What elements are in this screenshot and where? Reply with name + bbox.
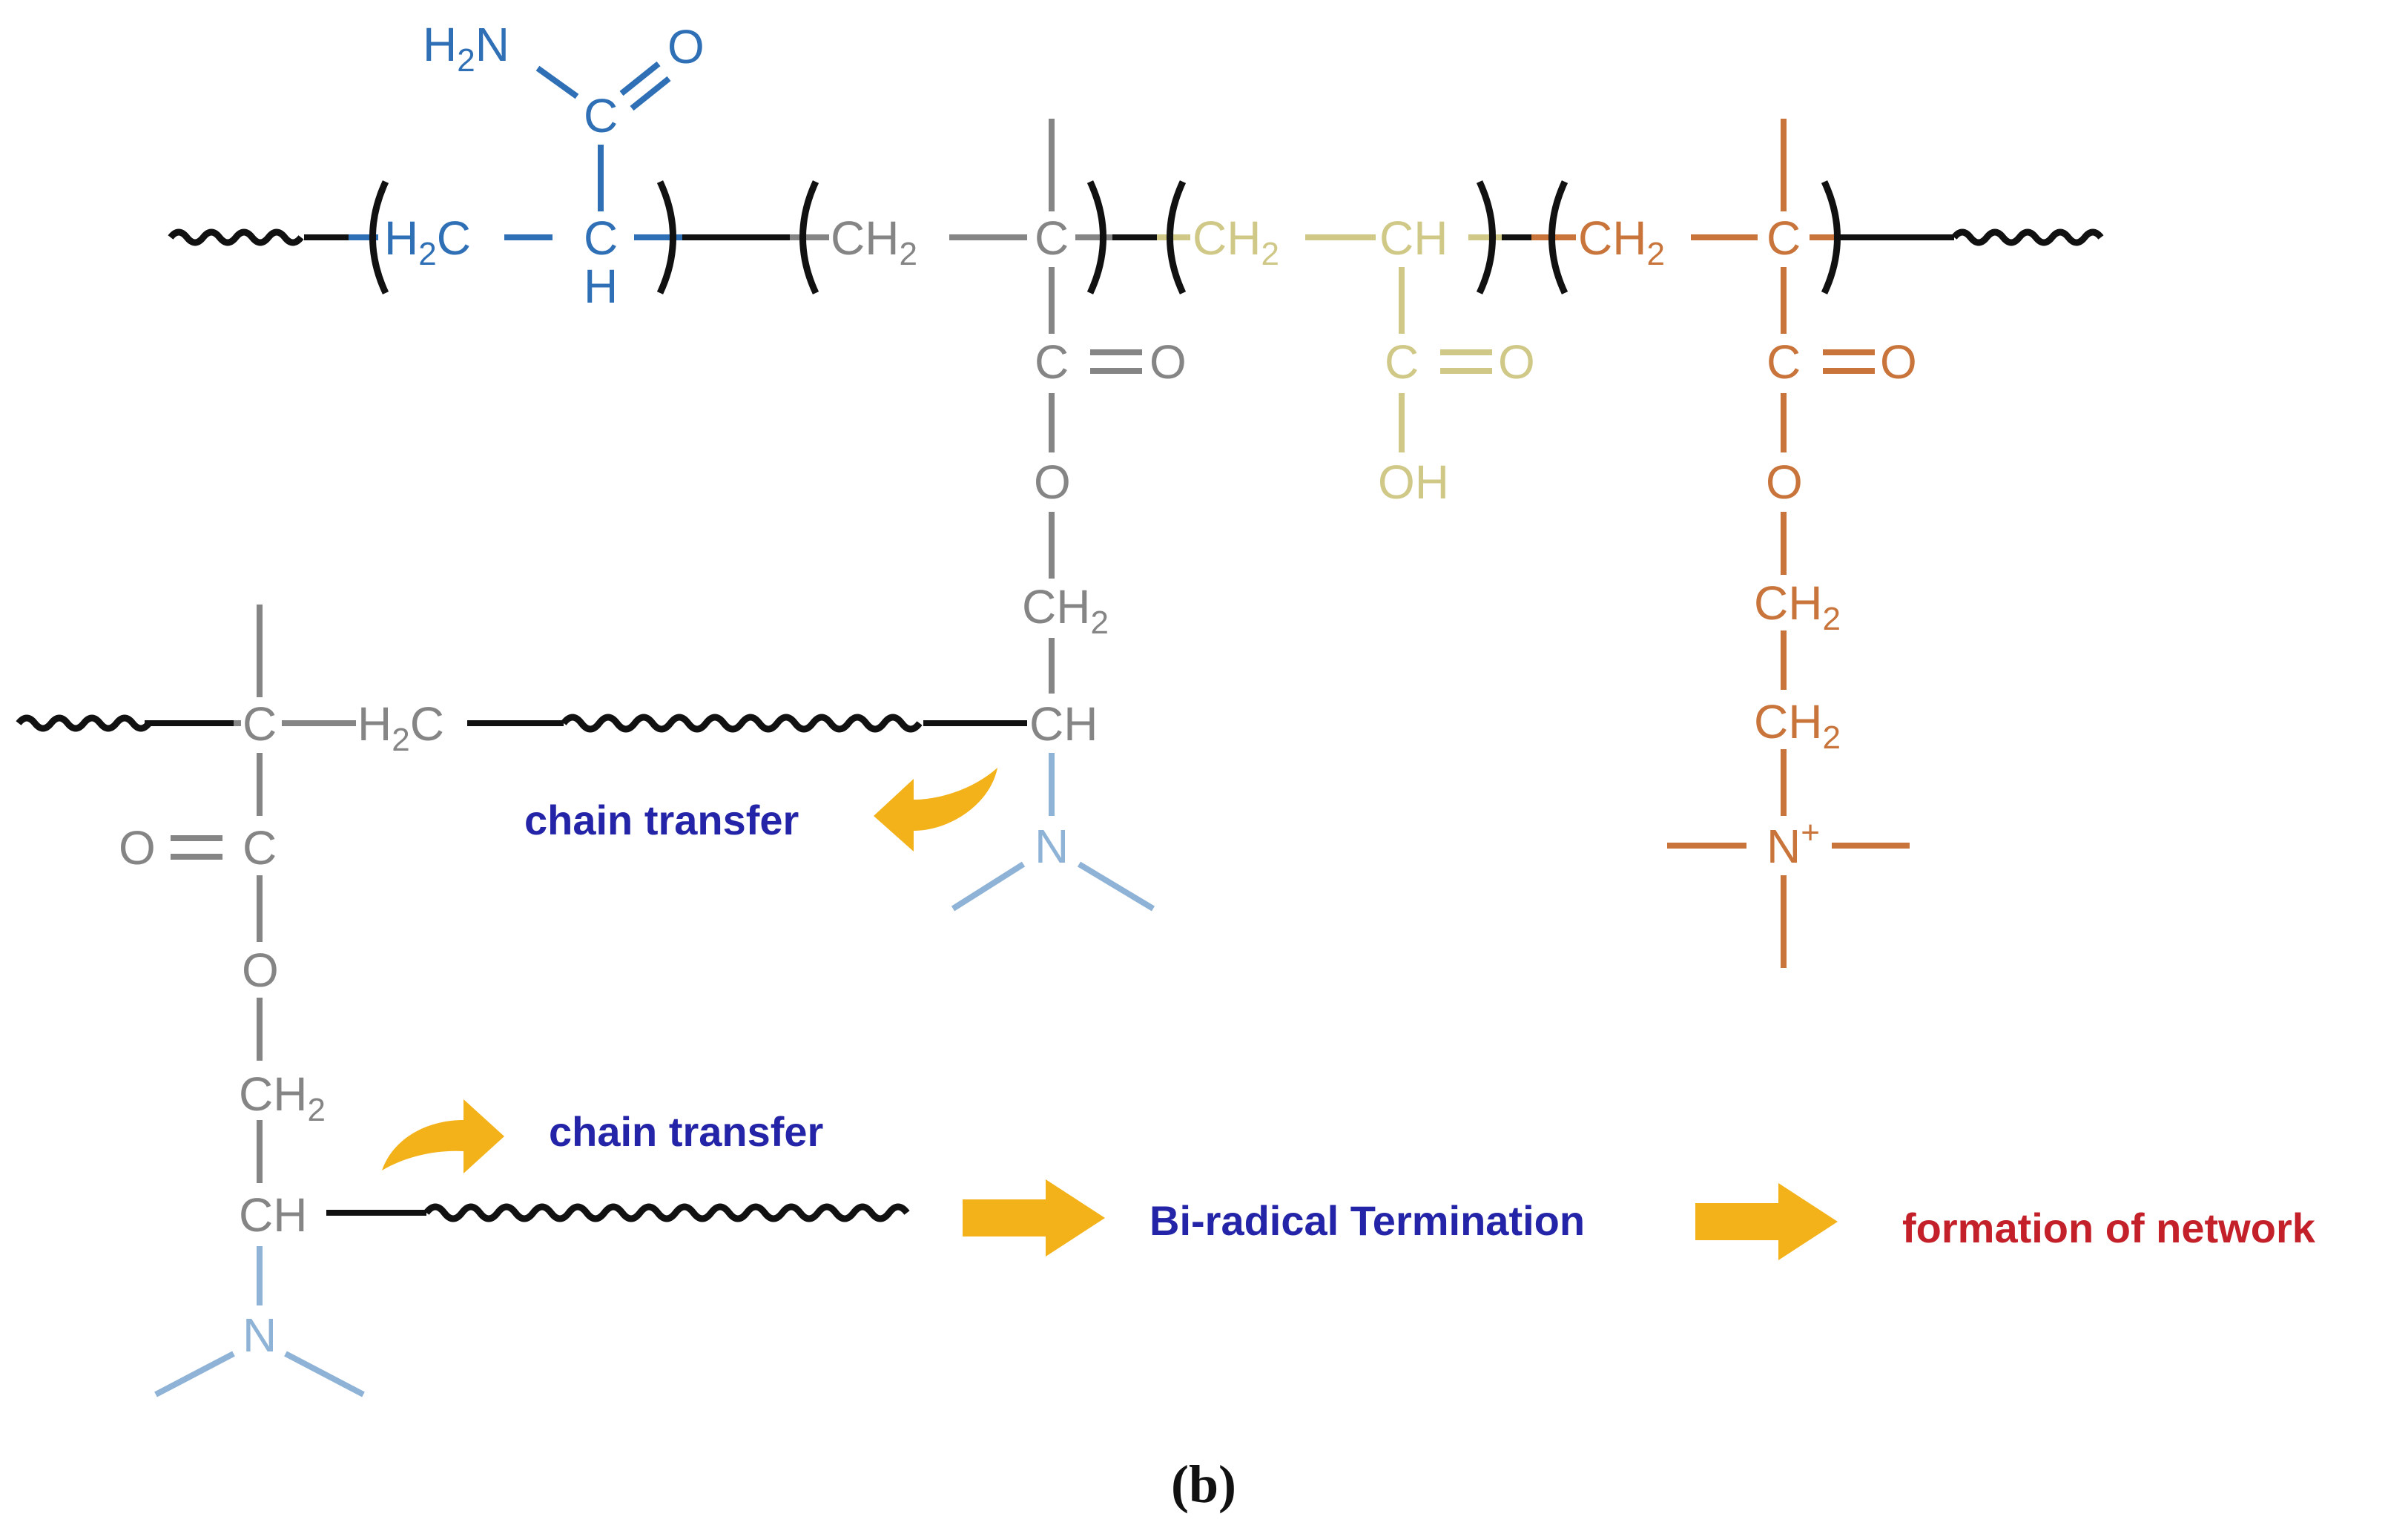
network-formation-label: formation of network xyxy=(1902,1205,2316,1251)
figure-caption: (b) xyxy=(1171,1455,1236,1514)
atom-label: N xyxy=(243,1308,277,1362)
atom-label: CH2 xyxy=(1193,211,1279,272)
atom-label: C xyxy=(1385,335,1419,389)
wavy-bond xyxy=(1951,228,2104,246)
bracket-left xyxy=(1548,180,1569,294)
atom-label: CH2 xyxy=(239,1067,326,1128)
atom-label: C xyxy=(584,89,618,142)
wavy-bond xyxy=(168,228,304,246)
atom-label: CH2 xyxy=(1022,580,1109,641)
amine-bonds xyxy=(154,753,1155,1397)
amine-groups: N N xyxy=(243,820,1069,1362)
bracket-right xyxy=(1821,180,1841,294)
methacrylate-unit: CH2 C C O O CH2 CH xyxy=(831,211,1187,751)
acrylic-acid-bonds xyxy=(1157,234,1502,452)
bracket-left xyxy=(799,180,819,294)
block-arrow-icon xyxy=(963,1179,1105,1257)
quaternary-unit: CH2 C C O O CH2 CH2 N+ xyxy=(1578,211,1917,873)
atom-label: O xyxy=(1766,455,1803,509)
atom-label: H xyxy=(584,260,618,313)
atom-label: O xyxy=(242,944,279,997)
atom-label: CH xyxy=(239,1188,307,1242)
chain-transfer-label: chain transfer xyxy=(524,797,799,843)
bracket-right xyxy=(1086,180,1106,294)
atom-label: C xyxy=(243,697,277,751)
atom-label: N+ xyxy=(1767,814,1820,873)
curved-arrow-icon xyxy=(382,1099,504,1173)
atom-label: CH2 xyxy=(1754,695,1841,756)
arrows xyxy=(382,768,1838,1260)
atom-label: C xyxy=(1035,335,1069,389)
atom-label: N xyxy=(1035,820,1069,873)
wavy-bond xyxy=(561,714,923,733)
atom-label: CH2 xyxy=(1754,576,1841,637)
atom-label: H2N xyxy=(423,18,509,79)
atom-labels: H2N O C H2C C H CH2 C C O O CH2 CH CH2 C… xyxy=(119,18,1917,1362)
acrylamide-bonds xyxy=(349,61,682,240)
atom-label: OH xyxy=(1378,455,1449,509)
atom-label: H2C xyxy=(384,211,471,272)
methacrylate-bonds xyxy=(790,119,1142,694)
repeat-unit-brackets xyxy=(369,180,1841,294)
atom-label: C xyxy=(1767,211,1801,265)
atom-label: O xyxy=(1034,455,1071,509)
bi-radical-termination-label: Bi-radical Termination xyxy=(1149,1197,1585,1244)
acrylamide-unit: H2N O C H2C C H xyxy=(384,18,705,313)
acrylic-acid-unit: CH2 CH C O OH xyxy=(1193,211,1535,509)
bracket-left xyxy=(1167,180,1187,294)
chain-transfer-label: chain transfer xyxy=(549,1108,823,1155)
atom-label: C xyxy=(1767,335,1801,389)
atom-label: O xyxy=(1149,335,1187,389)
process-labels: chain transfer chain transfer Bi-radical… xyxy=(524,797,2316,1251)
atom-label: H2C xyxy=(357,697,444,758)
atom-label: CH2 xyxy=(1578,211,1665,272)
methacrylate-2-bonds xyxy=(171,605,356,1183)
bracket-right xyxy=(1476,180,1496,294)
wavy-bond xyxy=(423,1203,910,1222)
block-arrow-icon xyxy=(1695,1183,1838,1260)
atom-label: C xyxy=(243,821,277,875)
atom-label: C xyxy=(584,211,618,265)
bracket-left xyxy=(369,180,389,294)
atom-label: O xyxy=(119,821,156,875)
atom-label: CH xyxy=(1379,211,1448,265)
wavy-bond xyxy=(16,714,152,732)
quaternary-bonds xyxy=(1531,119,1910,968)
bonds xyxy=(145,61,1954,1397)
atom-label: C xyxy=(1035,211,1069,265)
atom-label: O xyxy=(1880,335,1917,389)
atom-label: CH2 xyxy=(831,211,917,272)
wavy-bonds xyxy=(16,228,2104,1222)
bracket-right xyxy=(656,180,676,294)
atom-label: CH xyxy=(1029,697,1098,751)
methacrylate-unit-2: C H2C O C O CH2 CH xyxy=(119,697,444,1242)
atom-label: O xyxy=(667,20,705,73)
curved-arrow-icon xyxy=(874,768,997,852)
atom-label: O xyxy=(1498,335,1535,389)
